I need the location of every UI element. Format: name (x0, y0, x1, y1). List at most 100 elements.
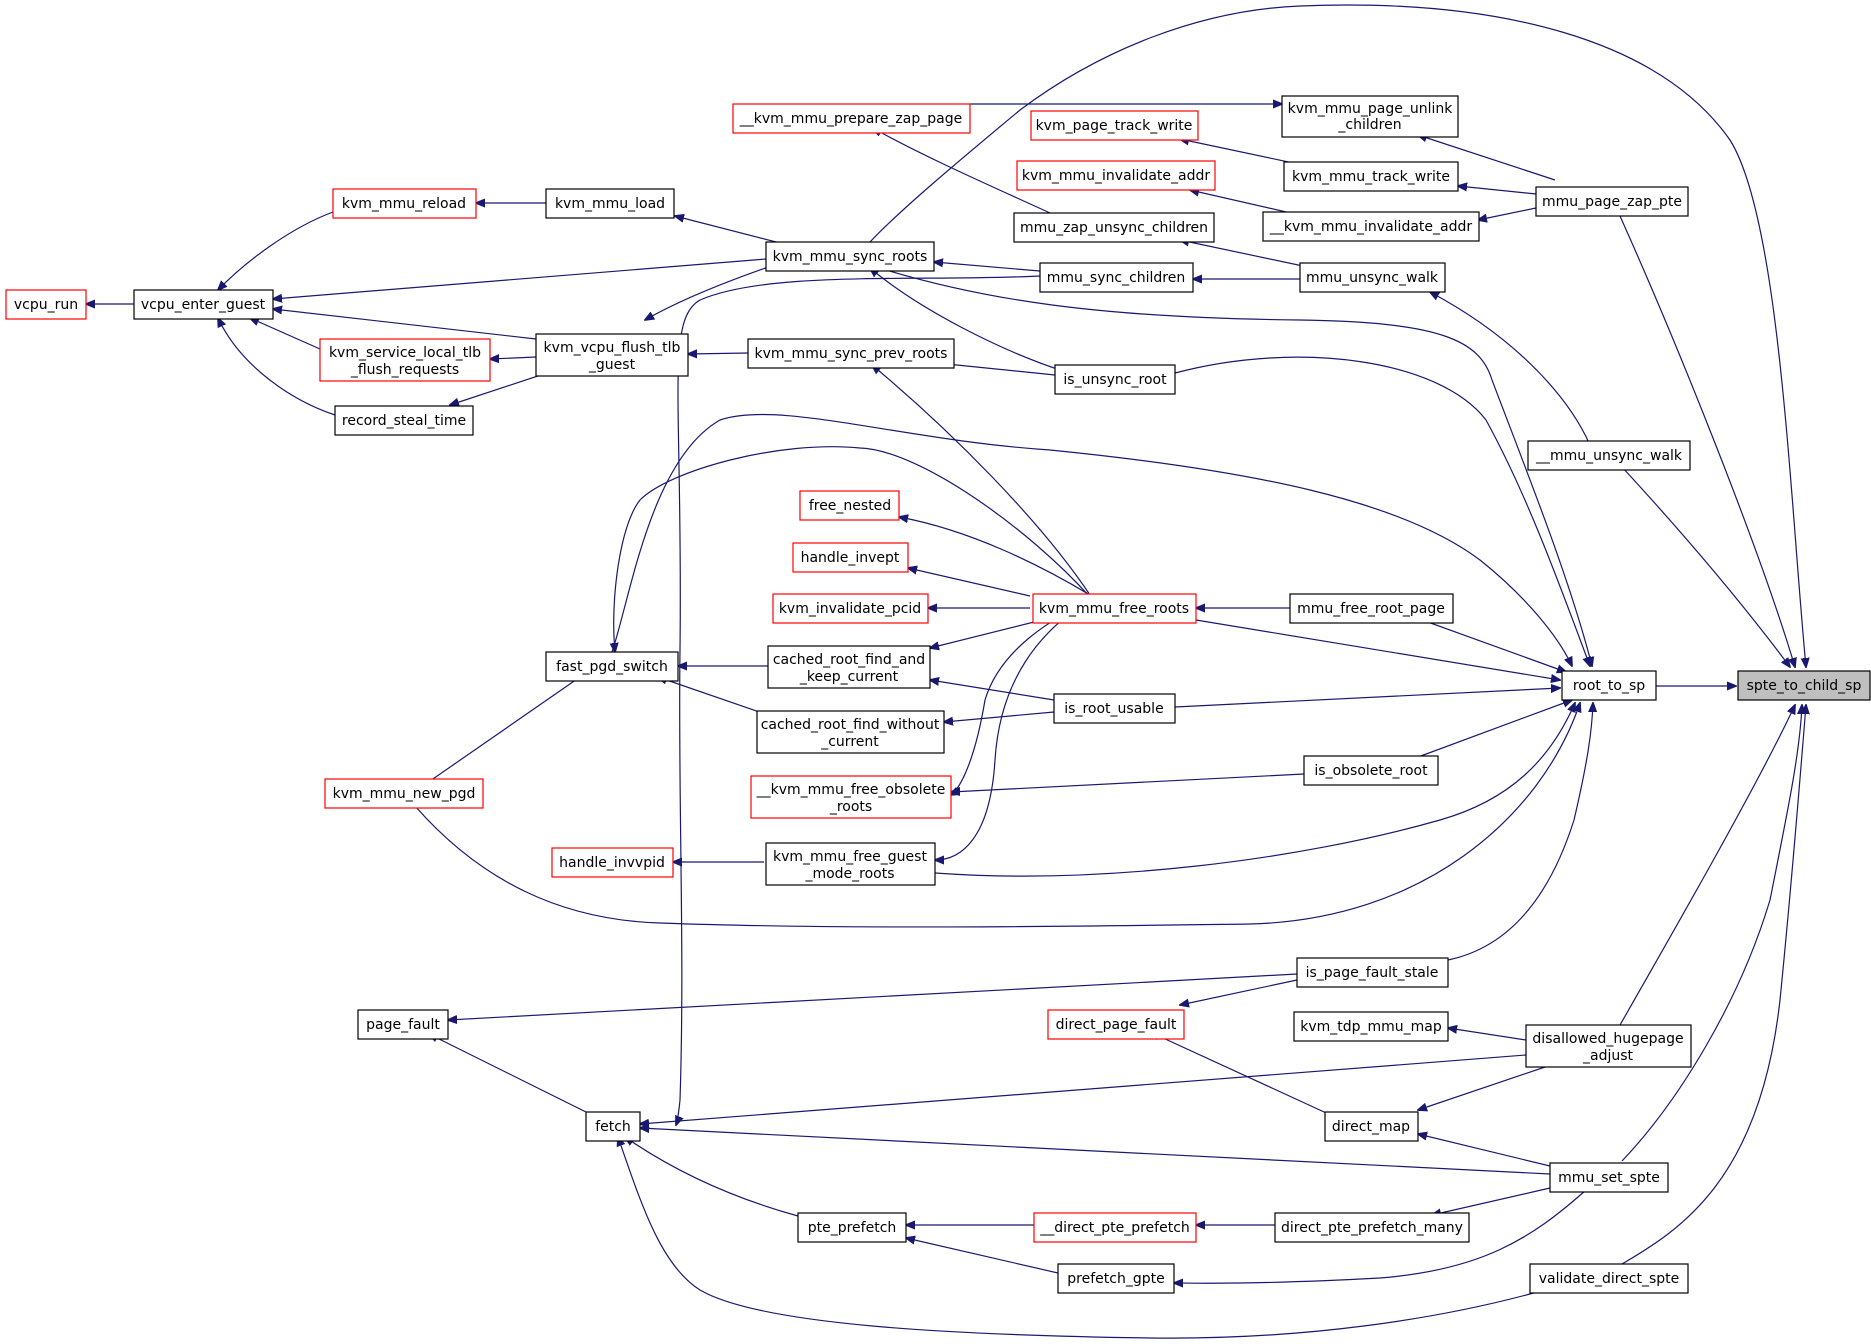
node-record-steal-time[interactable]: record_steal_time (334, 405, 474, 436)
node-kvm-mmu-free-guest-mode-roots[interactable]: kvm_mmu_free_guest_mode_roots (765, 842, 936, 886)
edge-page-fault-stale-to-direct-page-fault (1180, 979, 1298, 1005)
node-label: validate_direct_spte (1539, 1271, 1680, 1287)
node-kvm-mmu-free-obsolete-roots[interactable]: __kvm_mmu_free_obsolete_roots (750, 775, 952, 819)
node-direct-pte-prefetch-many[interactable]: direct_pte_prefetch_many (1274, 1212, 1470, 1243)
edge-spte-from-mmu-set-spte (1621, 705, 1802, 1162)
node-direct-map[interactable]: direct_map (1324, 1111, 1419, 1142)
node-kvm-mmu-sync-roots[interactable]: kvm_mmu_sync_roots (765, 241, 935, 272)
node-label: kvm_mmu_page_unlink (1288, 101, 1454, 117)
node-label: __kvm_mmu_invalidate_addr (1269, 219, 1473, 235)
edge-root-from-is-page-fault-stale (1447, 703, 1593, 961)
node-is-root-usable[interactable]: is_root_usable (1053, 693, 1176, 724)
node-kvm-mmu-free-roots[interactable]: kvm_mmu_free_roots (1032, 593, 1197, 624)
edge-sync-children-to-sync-roots (934, 262, 1041, 272)
node-is-obsolete-root[interactable]: is_obsolete_root (1303, 755, 1439, 786)
edge-pte-prefetch-to-fetch (625, 1137, 799, 1217)
node-handle-invvpid[interactable]: handle_invvpid (551, 847, 674, 878)
edge-fast-pgd-switch-to-new-pgd (417, 676, 581, 790)
edge-spte-from-validate-direct-spte (1621, 705, 1806, 1265)
node-label: vcpu_enter_guest (141, 297, 266, 313)
node-mmu-zap-unsync-children[interactable]: mmu_zap_unsync_children (1013, 212, 1215, 243)
node-kvm-mmu-prepare-zap-page[interactable]: __kvm_mmu_prepare_zap_page (732, 103, 971, 134)
edge-flush-tlb-to-vcpu-enter-guest (273, 309, 537, 340)
node-label: fetch (595, 1119, 631, 1135)
node-vcpu-enter-guest[interactable]: vcpu_enter_guest (133, 289, 274, 320)
node-page-fault[interactable]: page_fault (357, 1009, 449, 1040)
node-kvm-vcpu-flush-tlb-guest[interactable]: kvm_vcpu_flush_tlb_guest (535, 333, 689, 377)
node-fetch[interactable]: fetch (585, 1111, 641, 1142)
edge-zap-pte-to-invalidate-addr (1478, 207, 1537, 220)
node-vcpu-run[interactable]: vcpu_run (5, 289, 87, 320)
node-spte-to-child-sp[interactable]: spte_to_child_sp (1737, 670, 1871, 701)
edge-sync-roots-to-kvm-mmu-load (675, 216, 781, 244)
node-kvm-mmu-reload[interactable]: kvm_mmu_reload (332, 188, 477, 219)
edge-validate-direct-spte-to-fetch (618, 1137, 1549, 1339)
node-label: kvm_mmu_invalidate_addr (1022, 168, 1211, 184)
node-label: mmu_unsync_walk (1306, 270, 1439, 286)
node-kvm-mmu-sync-prev-roots[interactable]: kvm_mmu_sync_prev_roots (747, 338, 955, 369)
node-handle-invept[interactable]: handle_invept (792, 542, 909, 573)
node-cached-root-find-without-current[interactable]: cached_root_find_without_current (756, 710, 945, 754)
edge-flush-tlb-to-kvm-service-local-tlb (490, 357, 537, 359)
node-kvm-invalidate-pcid[interactable]: kvm_invalidate_pcid (772, 593, 929, 624)
node-mmu-free-root-page[interactable]: mmu_free_root_page (1289, 593, 1454, 624)
node-pte-prefetch[interactable]: pte_prefetch (797, 1212, 907, 1243)
edge-is-root-usable-to-cached-root-without (944, 711, 1055, 722)
node-kvm-mmu-page-unlink-children[interactable]: kvm_mmu_page_unlink_children (1281, 95, 1459, 138)
node-root-to-sp[interactable]: root_to_sp (1561, 670, 1657, 701)
edge-zap-unsync-to-prepare-zap (873, 128, 1051, 214)
edge-sync-roots-to-flush-tlb (645, 262, 781, 320)
node-label: _mode_roots (804, 866, 894, 882)
node-disallowed-hugepage-adjust[interactable]: disallowed_hugepage_adjust (1525, 1024, 1692, 1068)
node-direct-page-fault[interactable]: direct_page_fault (1047, 1009, 1185, 1040)
node-kvm-mmu-load[interactable]: kvm_mmu_load (545, 188, 675, 219)
node-mmu-unsync-walk-inner[interactable]: __mmu_unsync_walk (1527, 440, 1691, 471)
node-validate-direct-spte[interactable]: validate_direct_spte (1529, 1263, 1689, 1294)
node-prefetch-gpte[interactable]: prefetch_gpte (1057, 1263, 1175, 1294)
edge-track-write-to-page-track-write (1180, 139, 1299, 165)
node-label: direct_map (1332, 1119, 1410, 1135)
edge-record-steal-time-to-vcpu-enter-guest (218, 318, 336, 416)
node-label: kvm_mmu_reload (342, 196, 466, 212)
edge-free-roots-to-handle-invept (908, 568, 1031, 597)
node-label: kvm_service_local_tlb (329, 345, 481, 361)
node-mmu-set-spte[interactable]: mmu_set_spte (1549, 1162, 1669, 1193)
edge-disallowed-hugepage-to-kvm-tdp-mmu-map (1448, 1028, 1527, 1041)
node-kvm-page-track-write[interactable]: kvm_page_track_write (1030, 110, 1199, 141)
edge-sync-roots-to-vcpu-enter-guest (273, 258, 767, 299)
edge-kvm-mmu-reload-to-vcpu-enter-guest (218, 211, 334, 290)
node-mmu-sync-children[interactable]: mmu_sync_children (1039, 262, 1194, 293)
node-label: direct_page_fault (1056, 1017, 1177, 1033)
edge-prefetch-gpte-to-pte-prefetch (906, 1238, 1059, 1274)
edge-disallowed-hugepage-to-fetch (640, 1054, 1527, 1124)
node-kvm-mmu-invalidate-addr[interactable]: kvm_mmu_invalidate_addr (1016, 160, 1216, 191)
node-label: page_fault (366, 1017, 440, 1033)
node-free-nested[interactable]: free_nested (799, 490, 900, 521)
node-mmu-page-zap-pte[interactable]: mmu_page_zap_pte (1535, 186, 1689, 217)
edge-spte-from-disallowed-hugepage (1619, 705, 1795, 1026)
edge-flush-tlb-to-record-steal-time (450, 371, 551, 405)
edge-free-roots-to-cached-root-keep (930, 619, 1043, 648)
edge-disallowed-hugepage-to-direct-map (1418, 1065, 1549, 1110)
node-label: spte_to_child_sp (1747, 678, 1862, 694)
node-kvm-service-local-tlb-flush-requests[interactable]: kvm_service_local_tlb_flush_requests (319, 338, 491, 382)
node-fast-pgd-switch[interactable]: fast_pgd_switch (545, 651, 679, 682)
edge-root-from-fast-pgd-switch (611, 413, 1572, 666)
node-label: pte_prefetch (808, 1220, 897, 1236)
node-is-unsync-root[interactable]: is_unsync_root (1054, 364, 1176, 395)
node-label: mmu_zap_unsync_children (1020, 220, 1208, 236)
edge-unsync-walk-to-zap-unsync (1180, 240, 1304, 267)
node-direct-pte-prefetch[interactable]: __direct_pte_prefetch (1033, 1212, 1197, 1243)
node-label: kvm_mmu_load (555, 196, 665, 212)
node-kvm-mmu-invalidate-addr-inner[interactable]: __kvm_mmu_invalidate_addr (1262, 211, 1480, 242)
node-cached-root-find-and-keep-current[interactable]: cached_root_find_and_keep_current (767, 645, 931, 689)
edge-is-root-usable-to-cached-root-keep (930, 680, 1055, 701)
node-is-page-fault-stale[interactable]: is_page_fault_stale (1296, 957, 1449, 988)
node-kvm-mmu-track-write[interactable]: kvm_mmu_track_write (1283, 161, 1459, 192)
node-mmu-unsync-walk[interactable]: mmu_unsync_walk (1299, 262, 1446, 293)
node-label: kvm_mmu_track_write (1292, 169, 1450, 185)
node-label: kvm_mmu_sync_roots (773, 249, 928, 265)
node-kvm-tdp-mmu-map[interactable]: kvm_tdp_mmu_map (1293, 1011, 1449, 1042)
node-kvm-mmu-new-pgd[interactable]: kvm_mmu_new_pgd (324, 778, 484, 809)
